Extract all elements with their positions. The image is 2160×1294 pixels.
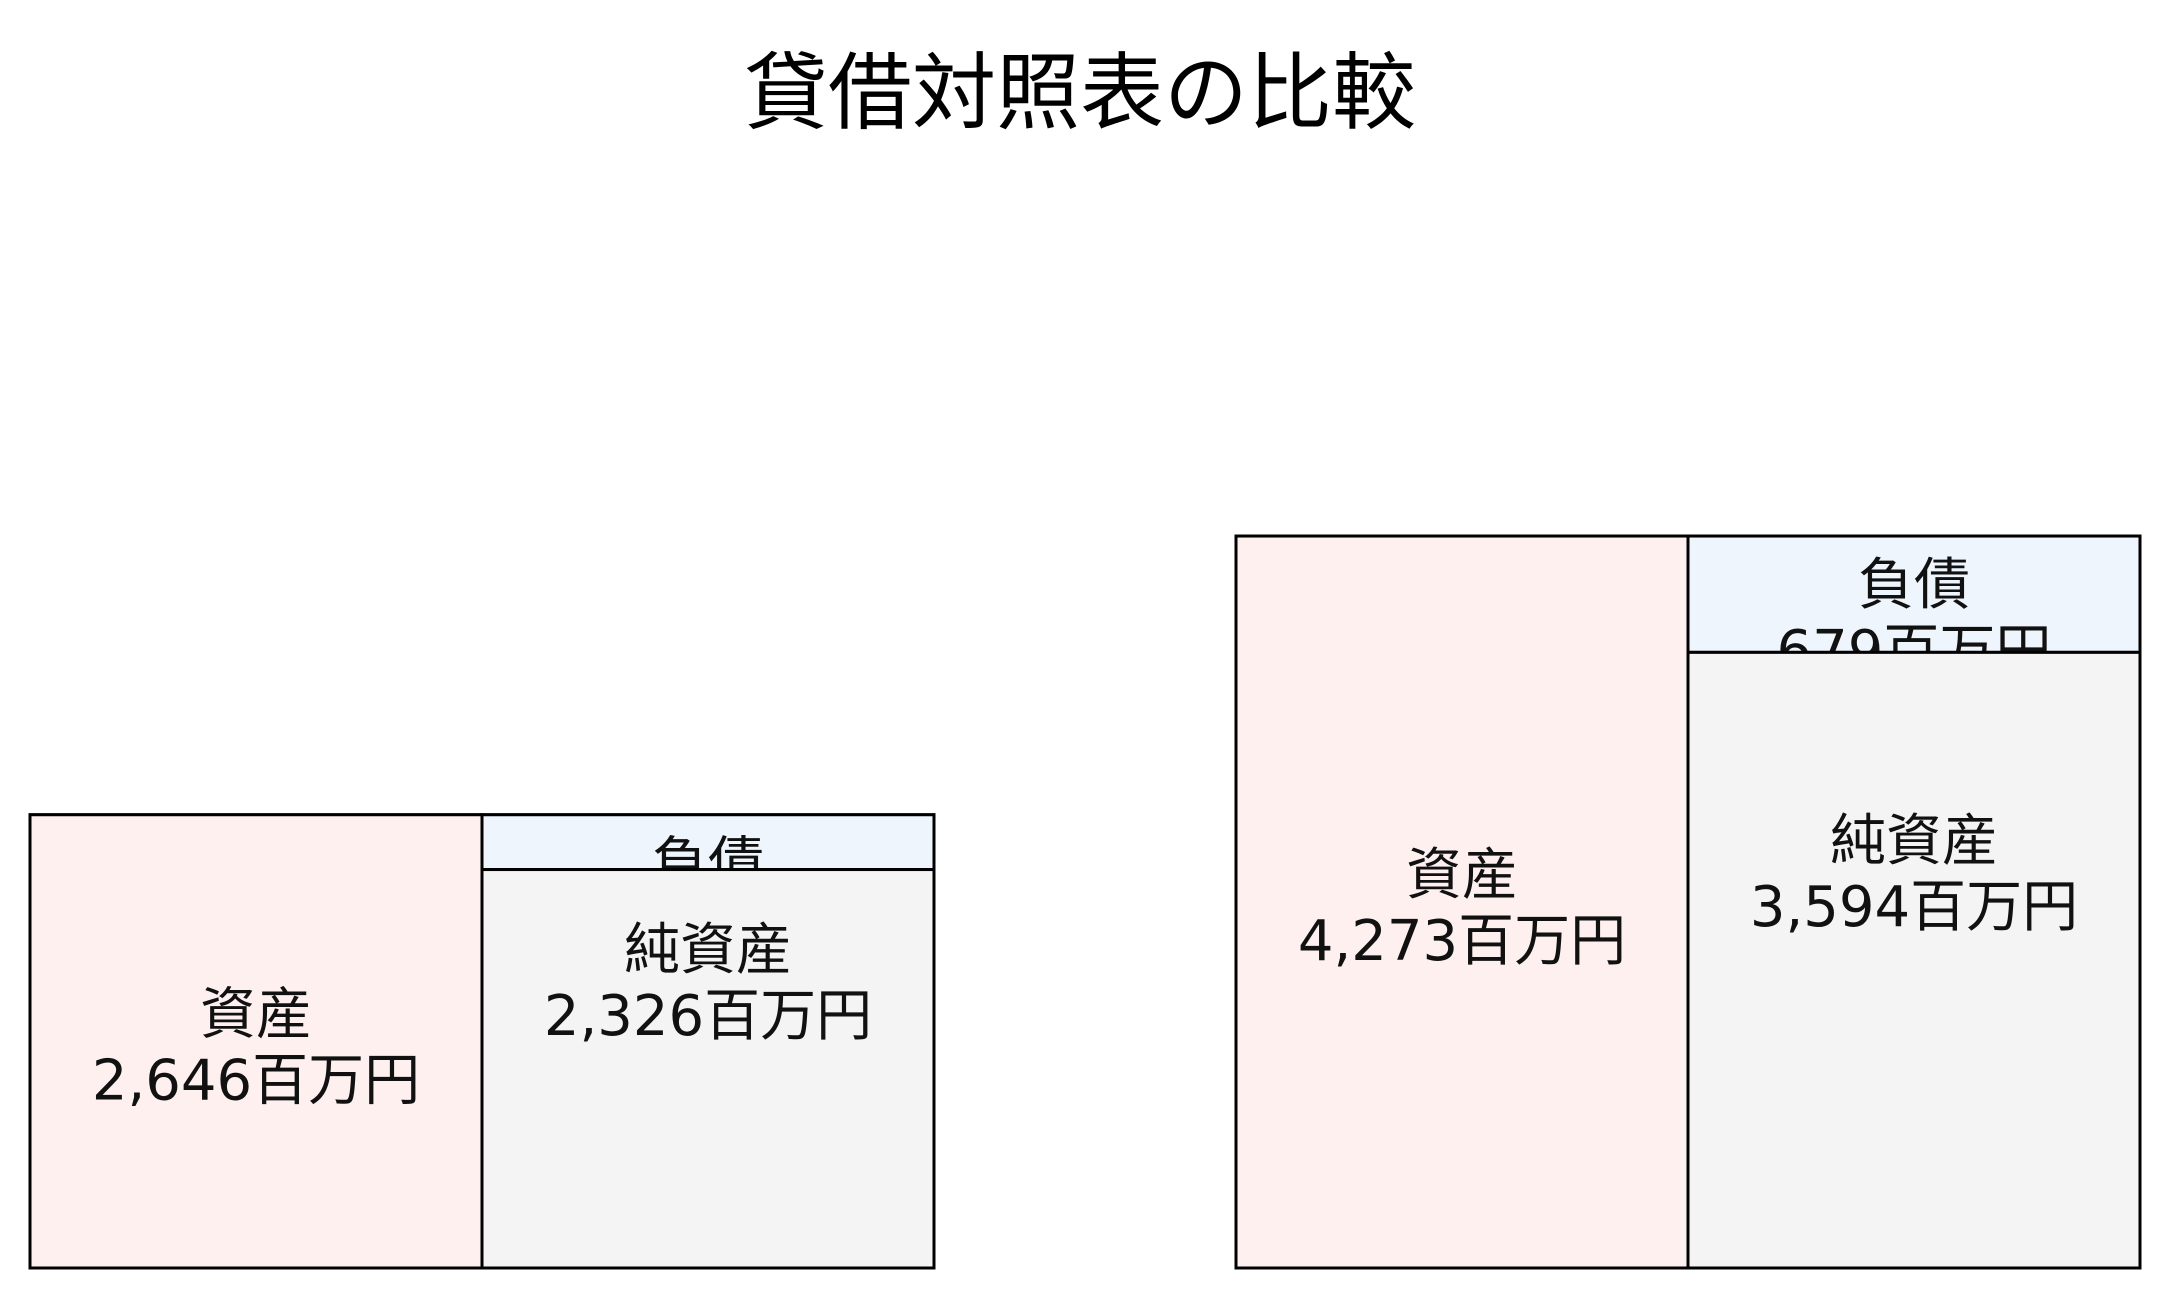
liabilities-label-1: 負債320百万円: [571, 832, 846, 963]
assets-box-1: [28, 813, 484, 1270]
assets-label-1-display: 2,646百万円: [92, 1048, 420, 1113]
liabilities-label-1-label: 負債: [652, 832, 764, 897]
assets-box-2: [1234, 534, 1690, 1270]
liabilities-label-2: 負債679百万円: [1777, 553, 2052, 684]
assets-label-1-label: 資産: [200, 982, 312, 1047]
liabilities-label-2-display: 679百万円: [1777, 619, 2052, 684]
net-assets-box-2: [1686, 650, 2142, 1270]
assets-label-2-label: 資産: [1406, 843, 1518, 908]
net-assets-label-1-label: 純資産: [624, 918, 792, 983]
assets-label-2-display: 4,273百万円: [1298, 909, 1626, 974]
net-assets-label-2-display: 3,594百万円: [1750, 875, 2078, 940]
liabilities-box-1: [480, 813, 936, 872]
balance-sheet-panels: 資産2,646百万円負債320百万円純資産2,326百万円資産4,273百万円負…: [28, 534, 2142, 1270]
chart-title: 貸借対照表の比較: [744, 44, 1416, 142]
net-assets-box-1: [480, 868, 936, 1270]
net-assets-label-1-display: 2,326百万円: [544, 984, 872, 1049]
liabilities-label-2-label: 負債: [1858, 553, 1970, 618]
net-assets-label-2-label: 純資産: [1830, 809, 1998, 874]
liabilities-box-2: [1686, 534, 2142, 654]
